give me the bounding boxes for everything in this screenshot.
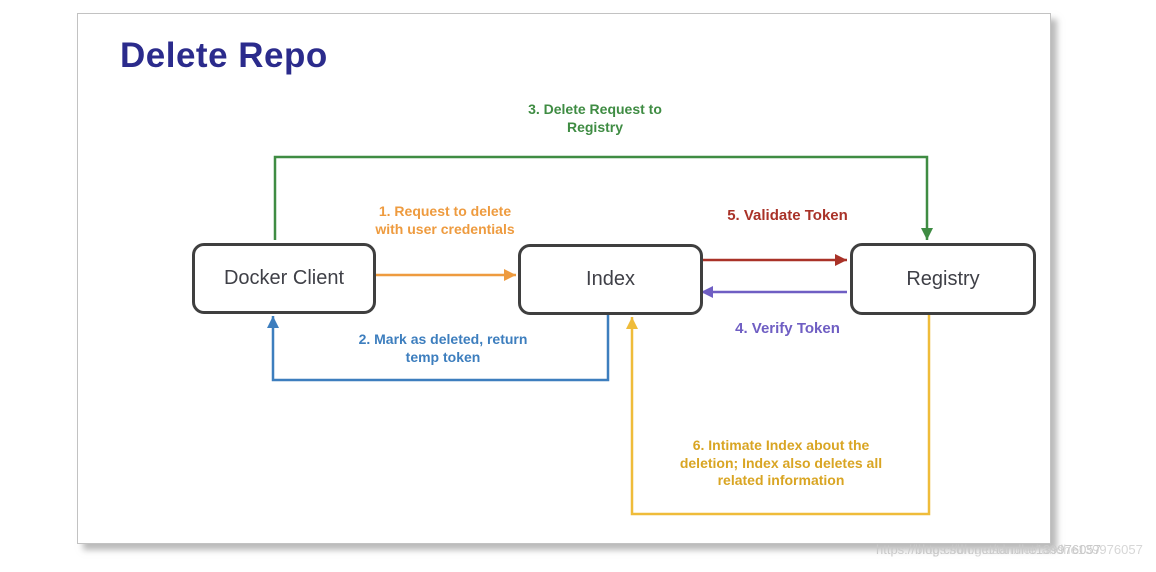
edge-label-verify-token: 4. Verify Token [735, 320, 840, 337]
node-index: Index [518, 244, 703, 315]
edge-label-request-delete: 1. Request to delete with user credentia… [375, 203, 515, 237]
edge-label-mark-deleted: 2. Mark as deleted, return temp token [358, 331, 528, 365]
node-index-label: Index [586, 268, 635, 290]
watermark-text: https://blog.csdn.net/tandhe139976057 [876, 542, 1101, 557]
node-docker-client-label: Docker Client [223, 267, 345, 289]
node-registry-label: Registry [906, 267, 980, 290]
node-docker-client: Docker Client [192, 243, 376, 314]
watermark-text-overlap: https://blog.csdn.net/tandhe139976057 [918, 542, 1143, 557]
node-registry: Registry [850, 243, 1036, 315]
edge-label-intimate-index: 6. Intimate Index about the deletion; In… [679, 437, 883, 488]
edge-label-validate-token: 5. Validate Token [727, 207, 848, 224]
watermark-url: https://blog.csdn.net/tandhe139976057 ht… [876, 542, 1156, 562]
page-title: Delete Repo [120, 36, 328, 75]
edge-label-delete-request: 3. Delete Request to Registry [528, 101, 662, 135]
